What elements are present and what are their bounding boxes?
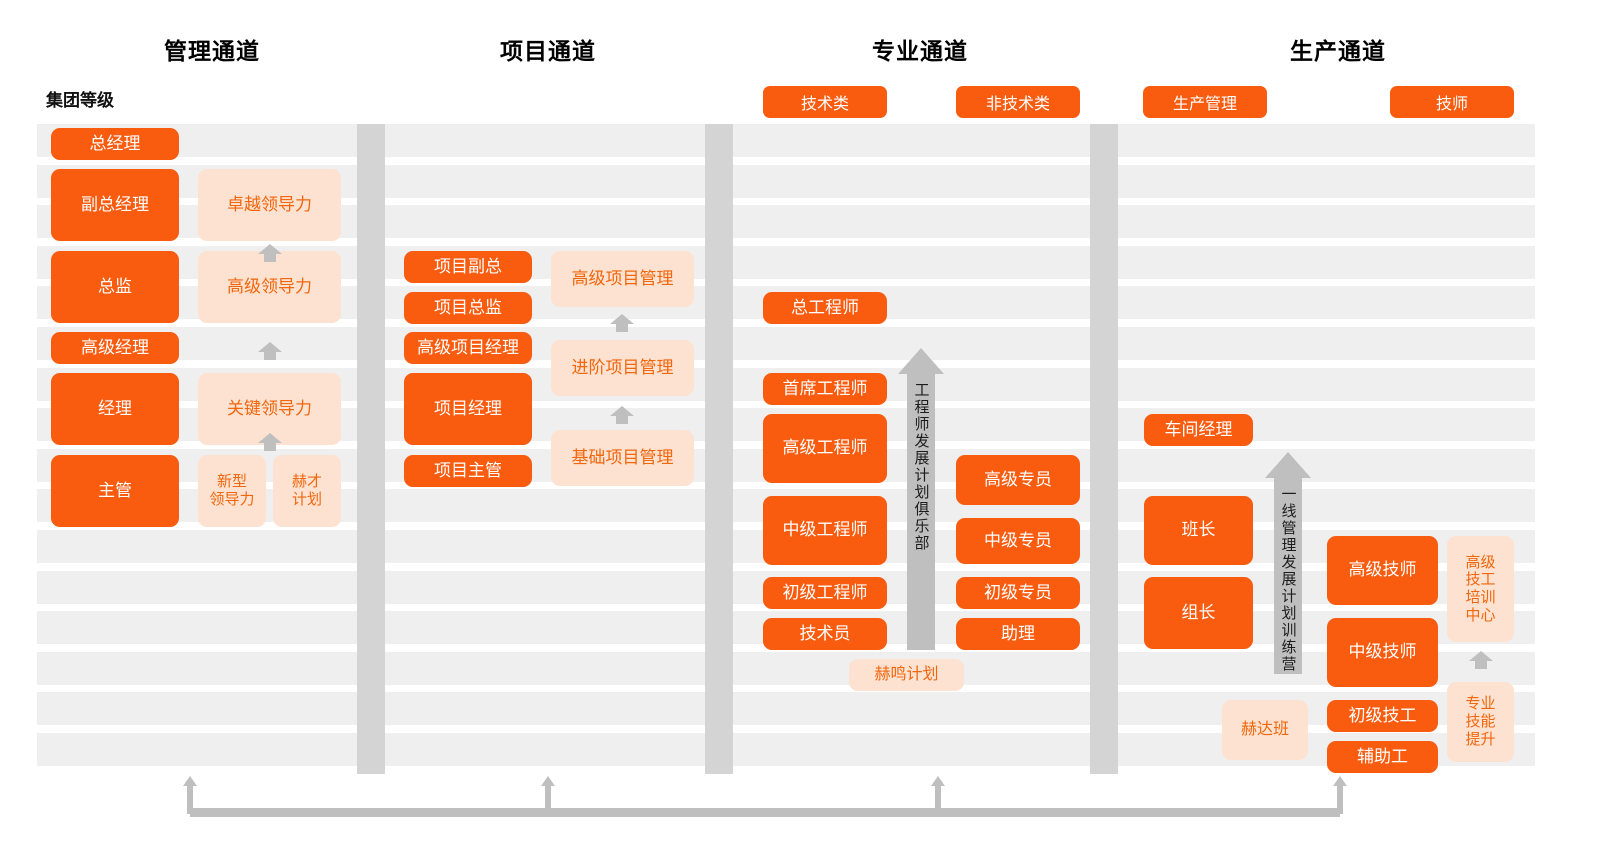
column-separator <box>357 124 385 774</box>
role-box[interactable]: 基础项目管理 <box>551 430 694 486</box>
role-box[interactable]: 中级专员 <box>956 518 1080 564</box>
role-box[interactable]: 项目总监 <box>404 292 532 324</box>
up-arrow-icon <box>1468 650 1494 670</box>
role-box[interactable]: 赫达班 <box>1222 700 1308 760</box>
role-box[interactable]: 高级经理 <box>51 332 179 364</box>
connector-bar <box>190 808 1340 817</box>
role-box[interactable]: 高级领导力 <box>198 251 341 323</box>
sub-category-pill[interactable]: 生产管理 <box>1143 86 1267 118</box>
role-box[interactable]: 辅助工 <box>1327 741 1438 773</box>
role-box[interactable]: 专业 技能 提升 <box>1447 682 1514 762</box>
sub-category-pill[interactable]: 非技术类 <box>956 86 1080 118</box>
role-box[interactable]: 组长 <box>1144 577 1253 649</box>
role-box[interactable]: 高级 技工 培训 中心 <box>1447 536 1514 642</box>
up-arrow-icon <box>257 341 283 361</box>
role-box[interactable]: 中级工程师 <box>763 496 887 565</box>
column-separator <box>1090 124 1118 774</box>
program-arrow: 工程师发展计划俱乐部 <box>898 348 944 650</box>
up-arrow-icon <box>541 776 555 814</box>
role-box[interactable]: 车间经理 <box>1144 414 1253 446</box>
role-box[interactable]: 赫鸣计划 <box>849 659 964 691</box>
up-arrow-icon <box>931 776 945 814</box>
role-box[interactable]: 项目主管 <box>404 455 532 487</box>
up-arrow-icon <box>257 243 283 263</box>
program-arrow-label: 工程师发展计划俱乐部 <box>912 382 930 552</box>
arrow-head-icon <box>898 348 944 374</box>
channel-title: 生产通道 <box>1290 38 1386 64</box>
role-box[interactable]: 副总经理 <box>51 169 179 241</box>
sub-category-pill[interactable]: 技师 <box>1390 86 1514 118</box>
up-arrow-icon <box>609 313 635 333</box>
role-box[interactable]: 关键领导力 <box>198 373 341 445</box>
role-box[interactable]: 技术员 <box>763 618 887 650</box>
role-box[interactable]: 高级技师 <box>1327 536 1438 605</box>
arrow-head-icon <box>1265 452 1311 478</box>
grid-row <box>37 692 1535 726</box>
role-box[interactable]: 中级技师 <box>1327 618 1438 687</box>
program-arrow-label: 一线管理发展计划训练营 <box>1279 486 1297 673</box>
role-box[interactable]: 经理 <box>51 373 179 445</box>
role-box[interactable]: 新型 领导力 <box>198 455 266 527</box>
sub-category-pill[interactable]: 技术类 <box>763 86 887 118</box>
channel-title: 管理通道 <box>164 38 260 64</box>
arrow-shaft <box>1274 478 1302 674</box>
grid-row <box>37 733 1535 766</box>
up-arrow-icon <box>609 405 635 425</box>
column-separator <box>705 124 733 774</box>
role-box[interactable]: 高级工程师 <box>763 414 887 483</box>
role-box[interactable]: 高级项目管理 <box>551 251 694 307</box>
grid-row <box>37 124 1535 157</box>
bottom-connector <box>183 776 1347 817</box>
grid-row <box>37 327 1535 360</box>
role-box[interactable]: 初级工程师 <box>763 577 887 609</box>
role-box[interactable]: 总经理 <box>51 128 179 160</box>
role-box[interactable]: 总监 <box>51 251 179 323</box>
role-box[interactable]: 初级技工 <box>1327 700 1438 732</box>
channel-title: 项目通道 <box>500 38 596 64</box>
role-box[interactable]: 进阶项目管理 <box>551 340 694 396</box>
role-box[interactable]: 项目副总 <box>404 251 532 283</box>
up-arrow-icon <box>257 432 283 452</box>
up-arrow-icon <box>183 776 197 814</box>
role-box[interactable]: 高级专员 <box>956 455 1080 505</box>
role-box[interactable]: 班长 <box>1144 496 1253 565</box>
role-box[interactable]: 初级专员 <box>956 577 1080 609</box>
role-box[interactable]: 项目经理 <box>404 373 532 445</box>
role-box[interactable]: 赫才 计划 <box>273 455 341 527</box>
role-box[interactable]: 助理 <box>956 618 1080 650</box>
role-box[interactable]: 首席工程师 <box>763 373 887 405</box>
channel-title: 专业通道 <box>872 38 968 64</box>
role-box[interactable]: 总工程师 <box>763 292 887 324</box>
up-arrow-icon <box>1333 776 1347 814</box>
role-box[interactable]: 主管 <box>51 455 179 527</box>
role-box[interactable]: 高级项目经理 <box>404 332 532 364</box>
role-box[interactable]: 卓越领导力 <box>198 169 341 241</box>
arrow-shaft <box>907 374 935 650</box>
group-level-label: 集团等级 <box>46 91 114 110</box>
program-arrow: 一线管理发展计划训练营 <box>1265 452 1311 674</box>
